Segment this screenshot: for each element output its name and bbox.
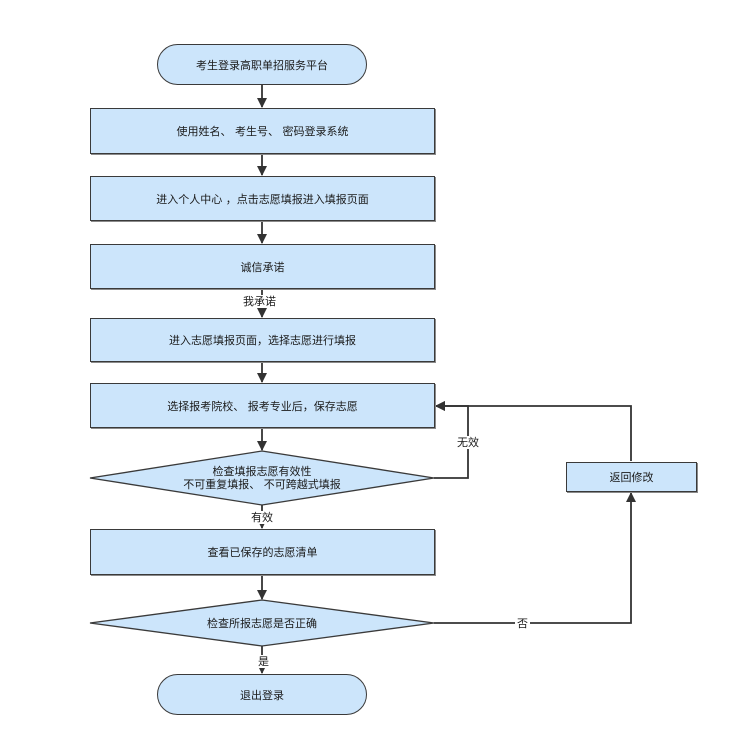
arrow-no-to-goback (434, 492, 636, 624)
node-select-save: 选择报考院校、 报考专业后，保存志愿 (90, 383, 435, 428)
node-start: 考生登录高职单招服务平台 (157, 44, 367, 85)
node-check-validity: 检查填报志愿有效性 不可重复填报、 不可跨越式填报 (90, 451, 434, 505)
node-view-list-label: 查看已保存的志愿清单 (207, 546, 318, 559)
node-pledge: 诚信承诺 (90, 244, 435, 289)
node-fill-page: 进入志愿填报页面，选择志愿进行填报 (90, 318, 435, 362)
edge-label-pledge: 我承诺 (241, 295, 278, 308)
node-check-validity-line2: 不可重复填报、 不可跨越式填报 (183, 478, 341, 491)
node-check-correct-label: 检查所报志愿是否正确 (207, 616, 317, 630)
edge-label-yes: 是 (256, 655, 271, 668)
node-personal-center: 进入个人中心 ，点击志愿填报进入填报页面 (90, 176, 435, 221)
node-check-validity-line1: 检查填报志愿有效性 (212, 465, 312, 478)
edge-label-invalid: 无效 (455, 436, 481, 449)
node-fill-page-label: 进入志愿填报页面，选择志愿进行填报 (169, 334, 356, 347)
node-login: 使用姓名、 考生号、 密码登录系统 (90, 108, 435, 154)
node-check-correct: 检查所报志愿是否正确 (90, 600, 434, 646)
node-select-save-label: 选择报考院校、 报考专业后，保存志愿 (167, 399, 358, 413)
node-go-back-label: 返回修改 (609, 471, 654, 484)
node-view-list: 查看已保存的志愿清单 (90, 529, 435, 575)
edge-label-valid: 有效 (249, 511, 275, 524)
arrow-goback-to-select (435, 401, 632, 461)
node-end: 退出登录 (157, 674, 367, 715)
edge-label-no: 否 (515, 617, 530, 630)
node-pledge-label: 诚信承诺 (240, 260, 285, 274)
node-end-label: 退出登录 (240, 688, 284, 702)
node-personal-center-label: 进入个人中心 ，点击志愿填报进入填报页面 (156, 192, 369, 206)
node-start-label: 考生登录高职单招服务平台 (196, 58, 328, 72)
node-go-back: 返回修改 (566, 462, 697, 492)
node-login-label: 使用姓名、 考生号、 密码登录系统 (176, 125, 349, 138)
